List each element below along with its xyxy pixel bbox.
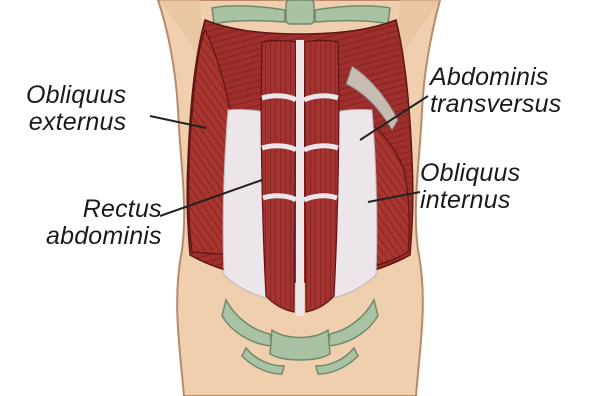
- rectus-abdominis-muscle: [261, 40, 339, 316]
- label-obliquus-externus: Obliquus externus: [26, 82, 126, 136]
- label-obliquus-internus: Obliquus internus: [420, 160, 520, 214]
- label-abdominis-transversus: Abdominis transversus: [430, 64, 561, 118]
- label-rectus-abdominis: Rectus abdominis: [46, 196, 162, 250]
